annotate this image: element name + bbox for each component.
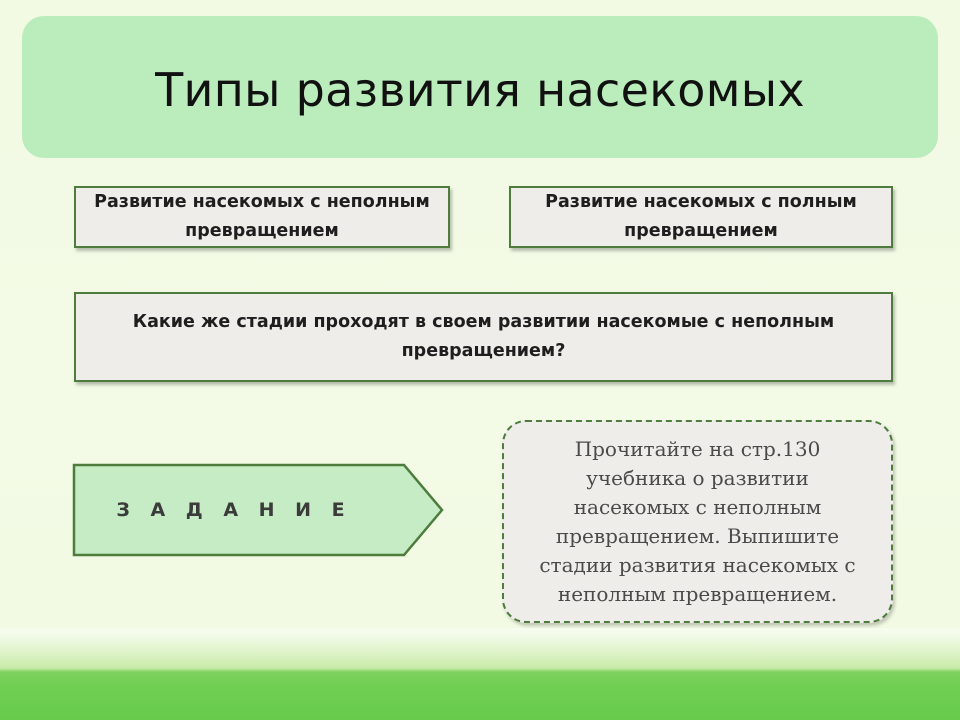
question-box: Какие же стадии проходят в своем развити… — [74, 292, 893, 382]
bottom-decor-band — [0, 628, 960, 720]
instruction-box: Прочитайте на стр.130 учебника о развити… — [502, 420, 893, 623]
task-arrow-shape — [72, 463, 444, 557]
complete-metamorphosis-box: Развитие насекомых с полным превращением — [509, 186, 893, 248]
incomplete-metamorphosis-box: Развитие насекомых с неполным превращени… — [74, 186, 450, 248]
complete-metamorphosis-label: Развитие насекомых с полным превращением — [545, 192, 857, 241]
title-banner: Типы развития насекомых — [22, 16, 938, 158]
slide-title: Типы развития насекомых — [155, 63, 805, 117]
instruction-text: Прочитайте на стр.130 учебника о развити… — [539, 436, 856, 606]
task-label: З А Д А Н И Е — [116, 499, 352, 521]
question-text: Какие же стадии проходят в своем развити… — [132, 312, 835, 361]
incomplete-metamorphosis-label: Развитие насекомых с неполным превращени… — [94, 192, 430, 241]
task-arrow-polygon — [72, 463, 444, 557]
